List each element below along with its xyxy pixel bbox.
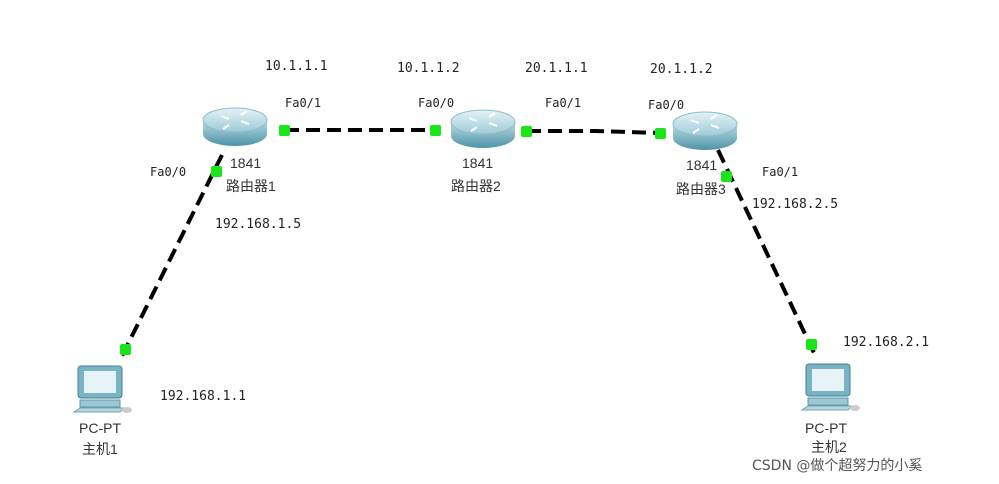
router-1-name: 路由器1 xyxy=(226,178,276,194)
pc-2-name: 主机2 xyxy=(811,439,847,455)
port-r2-fa01: Fa0/1 xyxy=(545,96,581,110)
port-r3-fa00: Fa0/0 xyxy=(648,98,684,112)
router-3-name: 路由器3 xyxy=(676,181,726,197)
ip-pc2: 192.168.2.1 xyxy=(843,335,929,350)
router-3-model: 1841 xyxy=(686,157,717,173)
ip-r1-fa00: 192.168.1.5 xyxy=(215,217,301,232)
pc-1-model: PC-PT xyxy=(79,420,121,436)
ip-r3-fa01: 192.168.2.5 xyxy=(752,197,838,212)
pc-2-icon[interactable] xyxy=(801,363,861,412)
link-status-dot xyxy=(211,166,222,177)
link-r3-pc2[interactable] xyxy=(716,149,817,356)
pc-2-model: PC-PT xyxy=(805,420,847,436)
port-r2-fa00: Fa0/0 xyxy=(418,96,454,110)
port-r1-fa00: Fa0/0 xyxy=(150,165,186,179)
ip-pc1: 192.168.1.1 xyxy=(160,389,246,404)
watermark: CSDN @做个超努力的小奚 xyxy=(752,458,922,474)
port-r1-fa01: Fa0/1 xyxy=(285,96,321,110)
link-r1-pc1[interactable] xyxy=(118,154,224,361)
ip-r2-fa01: 20.1.1.1 xyxy=(525,61,588,76)
ip-r3-fa00: 20.1.1.2 xyxy=(650,62,713,77)
port-r3-fa01: Fa0/1 xyxy=(762,165,798,179)
link-status-dot xyxy=(655,128,666,139)
router-2-icon[interactable] xyxy=(450,109,516,149)
link-status-dot xyxy=(430,125,441,136)
ip-r2-fa00: 10.1.1.2 xyxy=(397,61,460,76)
link-status-dot xyxy=(521,126,532,137)
pc-1-icon[interactable] xyxy=(73,365,133,414)
link-status-dot xyxy=(279,125,290,136)
link-r2-r3[interactable] xyxy=(527,129,661,135)
link-status-dot xyxy=(721,171,732,182)
pc-1-name: 主机1 xyxy=(82,441,118,457)
router-3-icon[interactable] xyxy=(672,111,738,151)
link-status-dot xyxy=(806,339,817,350)
router-1-model: 1841 xyxy=(230,155,261,171)
router-1-icon[interactable] xyxy=(202,107,268,147)
link-status-dot xyxy=(120,344,131,355)
ip-r1-fa01: 10.1.1.1 xyxy=(265,59,328,74)
router-2-model: 1841 xyxy=(462,155,493,171)
router-2-name: 路由器2 xyxy=(451,178,501,194)
